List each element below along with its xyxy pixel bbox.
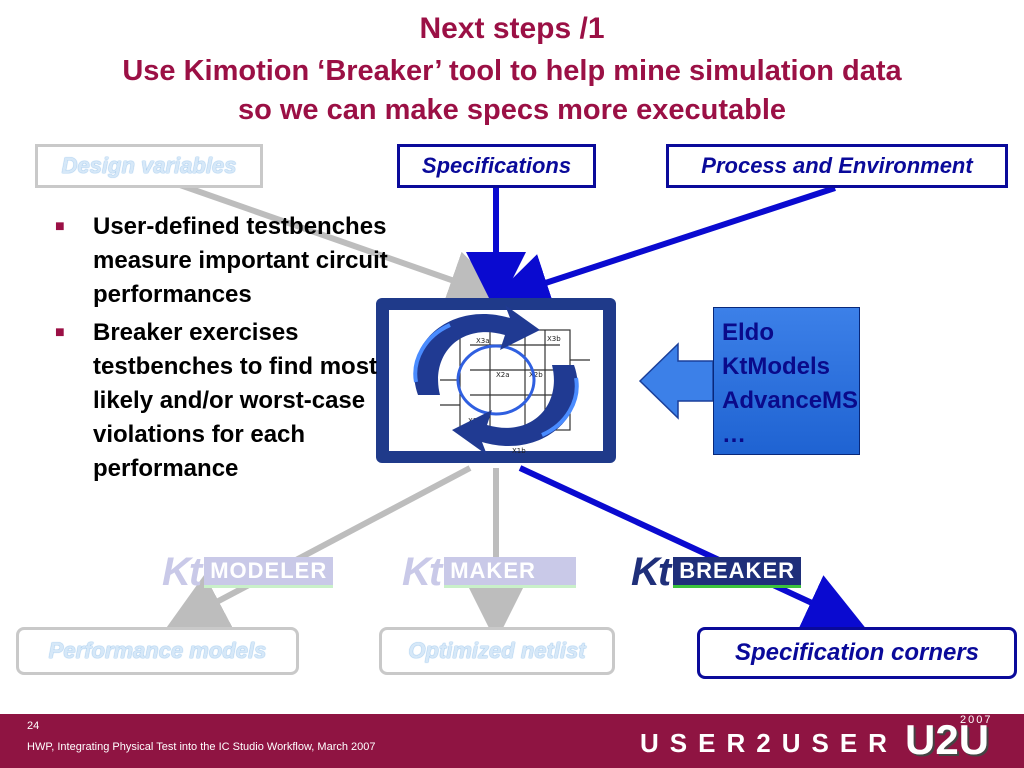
process-environment-box: Process and Environment bbox=[666, 144, 1008, 188]
slide-subtitle-line2: so we can make specs more executable bbox=[237, 94, 787, 126]
tool-item-advancems: AdvanceMS bbox=[722, 387, 859, 414]
svg-text:X2a: X2a bbox=[496, 371, 510, 379]
kt-modeler-logo: Kt MODELER bbox=[162, 550, 334, 594]
svg-text:X1b: X1b bbox=[512, 447, 526, 455]
maker-word: MAKER bbox=[444, 556, 576, 588]
arrow-performance-models bbox=[165, 465, 472, 630]
tool-item-more: … bbox=[722, 421, 746, 448]
tools-arrow bbox=[638, 342, 714, 420]
arrow-specification-corners bbox=[518, 465, 866, 630]
kt-breaker-logo: Kt BREAKER bbox=[631, 550, 802, 594]
bullet-list: ■ User-defined testbenches measure impor… bbox=[55, 210, 395, 490]
footer-bar: 24 HWP, Integrating Physical Test into t… bbox=[0, 714, 1024, 768]
svg-text:X2b: X2b bbox=[529, 371, 543, 379]
optimized-netlist-box: Optimized netlist bbox=[379, 627, 615, 675]
arrow-design-variables bbox=[179, 182, 509, 309]
page-number: 24 bbox=[27, 720, 40, 732]
u2u-logo: U2U bbox=[905, 716, 990, 763]
kt-mark: Kt bbox=[631, 550, 671, 594]
user2user-brand: USER2USER bbox=[640, 728, 898, 758]
bullet-item: ■ Breaker exercises testbenches to find … bbox=[55, 316, 395, 486]
tool-item-eldo: Eldo bbox=[722, 319, 774, 346]
slide-title: Next steps /1 bbox=[419, 12, 605, 45]
design-variables-label: Design variables bbox=[61, 153, 237, 178]
optimized-netlist-label: Optimized netlist bbox=[408, 638, 586, 663]
tool-item-ktmodels: KtModels bbox=[722, 353, 830, 380]
footer-text: HWP, Integrating Physical Test into the … bbox=[27, 741, 376, 753]
kt-mark: Kt bbox=[402, 550, 442, 594]
performance-models-label: Performance models bbox=[48, 638, 267, 663]
bullet-marker: ■ bbox=[55, 218, 65, 235]
kt-mark: Kt bbox=[162, 550, 202, 594]
brand-year: 2007 bbox=[960, 714, 993, 726]
modeler-word: MODELER bbox=[204, 556, 334, 588]
specification-corners-label: Specification corners bbox=[734, 639, 980, 666]
slide-subtitle-line1: Use Kimotion ‘Breaker’ tool to help mine… bbox=[122, 55, 902, 87]
bullet-text: User-defined testbenches measure importa… bbox=[93, 213, 388, 308]
simulators-box: Eldo KtModels AdvanceMS … bbox=[713, 307, 860, 455]
design-variables-box: Design variables bbox=[35, 144, 263, 188]
arrow-process-environment bbox=[489, 185, 836, 312]
performance-models-box: Performance models bbox=[16, 627, 299, 675]
bullet-item: ■ User-defined testbenches measure impor… bbox=[55, 210, 395, 312]
bullet-marker: ■ bbox=[55, 324, 65, 341]
bullet-text: Breaker exercises testbenches to find mo… bbox=[93, 319, 378, 482]
kt-maker-logo: Kt MAKER bbox=[402, 552, 576, 592]
svg-text:X3a: X3a bbox=[476, 337, 490, 345]
process-environment-label: Process and Environment bbox=[701, 153, 973, 178]
breaker-graphic: X3a X3b X2a X2b X1a X1b bbox=[376, 298, 616, 463]
breaker-word: BREAKER bbox=[673, 556, 802, 588]
specifications-box: Specifications bbox=[397, 144, 596, 188]
svg-text:X3b: X3b bbox=[547, 335, 561, 343]
specification-corners-box: Specification corners bbox=[697, 627, 1017, 679]
specifications-label: Specifications bbox=[421, 153, 572, 178]
